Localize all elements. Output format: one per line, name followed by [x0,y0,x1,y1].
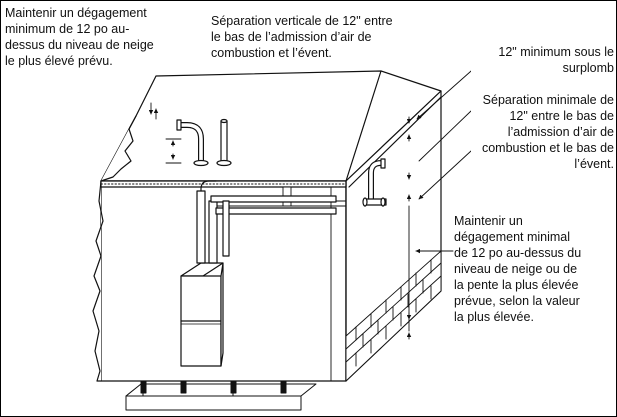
vertical-separation-note: Séparation verticale de 12" entre le bas… [211,13,426,61]
furnace-unit [180,262,224,367]
side-foundation [345,250,442,382]
roof-snow-edge [100,115,137,182]
indoor-vent-piping [196,180,337,264]
sidewall-vent-pipes [362,158,387,207]
foundation-footings [125,380,332,411]
overhang-minimum-note: 12" minimum sous le surplomb [471,44,614,76]
roof-gable-edge [345,70,382,182]
roof-vent-pipes [176,118,232,167]
snow-clearance-note: Maintenir un dégagement minimum de 12 po… [5,5,173,69]
roof-dimension-markers [153,108,182,164]
snow-cutaway-edge [92,180,104,382]
minimum-separation-note: Séparation minimale de 12" entre le bas … [471,92,614,172]
side-eave [348,96,442,188]
snow-or-slope-clearance-note: Maintenir un dégagement minimal de 12 po… [454,213,599,325]
